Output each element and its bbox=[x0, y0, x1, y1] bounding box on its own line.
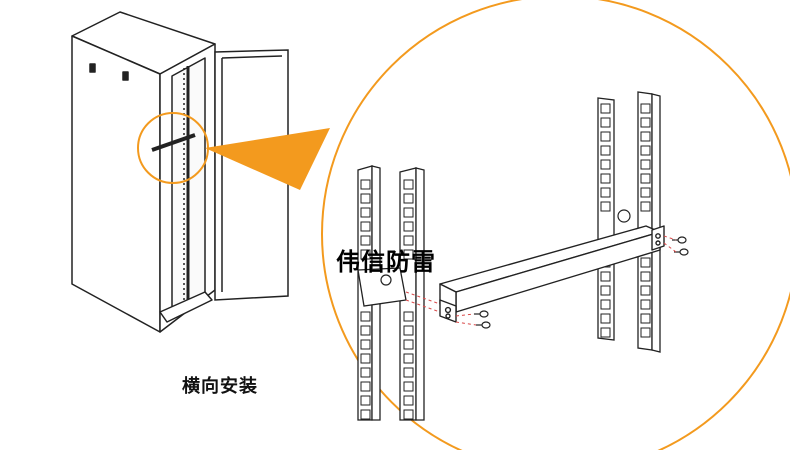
rail-hole bbox=[403, 207, 414, 218]
rail-hole bbox=[600, 299, 611, 310]
rail-hole bbox=[640, 173, 651, 184]
screw-icon bbox=[674, 248, 689, 256]
screw-icon bbox=[476, 321, 491, 329]
rail-hole bbox=[360, 325, 371, 336]
rail-hole bbox=[600, 117, 611, 128]
rail-hole bbox=[640, 131, 651, 142]
rail-hole bbox=[600, 313, 611, 324]
zoom-detail bbox=[321, 0, 790, 450]
rail-hole bbox=[600, 187, 611, 198]
rail-hole bbox=[640, 257, 651, 268]
rail-hole bbox=[403, 249, 414, 260]
caption-label: 横向安装 bbox=[182, 376, 258, 397]
rail-hole bbox=[403, 325, 414, 336]
rail-hole bbox=[403, 353, 414, 364]
rail-hole bbox=[600, 103, 611, 114]
rail-hole bbox=[360, 221, 371, 232]
rail-hole bbox=[640, 299, 651, 310]
rail-hole bbox=[403, 235, 414, 246]
rail-hole bbox=[403, 381, 414, 392]
left-rail-holes bbox=[360, 179, 414, 420]
rail-hole bbox=[640, 187, 651, 198]
zoom-pointer bbox=[205, 128, 330, 190]
rail-hole bbox=[403, 193, 414, 204]
surge-protector-bar bbox=[439, 225, 665, 323]
rail-hole bbox=[600, 285, 611, 296]
rail-hole bbox=[600, 201, 611, 212]
rail-hole bbox=[360, 235, 371, 246]
rack-cabinet bbox=[71, 11, 216, 333]
rail-hole bbox=[403, 179, 414, 190]
rail-hole bbox=[640, 145, 651, 156]
screws bbox=[474, 236, 689, 329]
rail-hole bbox=[403, 339, 414, 350]
rail-hole bbox=[640, 285, 651, 296]
rail-hole bbox=[600, 159, 611, 170]
rail-hole bbox=[403, 367, 414, 378]
screw-icon bbox=[672, 236, 687, 244]
rail-hole bbox=[360, 395, 371, 406]
rail-hole bbox=[640, 117, 651, 128]
bolt-icon bbox=[380, 274, 392, 286]
rail-hole bbox=[403, 221, 414, 232]
rail-hole bbox=[640, 159, 651, 170]
zoom-circle bbox=[321, 0, 790, 450]
rail-hole bbox=[360, 249, 371, 260]
rail-hole bbox=[403, 395, 414, 406]
rail-hole bbox=[360, 409, 371, 420]
rail-hole bbox=[360, 207, 371, 218]
rail-hole bbox=[640, 327, 651, 338]
rail-hole bbox=[600, 173, 611, 184]
rail-hole bbox=[360, 339, 371, 350]
cabinet-door bbox=[214, 49, 289, 301]
screw-icon bbox=[474, 310, 489, 318]
rail-hole bbox=[600, 327, 611, 338]
rail-hole bbox=[640, 271, 651, 282]
rail-hole bbox=[360, 367, 371, 378]
bolt-icon bbox=[617, 209, 631, 223]
rail-hole bbox=[360, 311, 371, 322]
alignment-guides bbox=[405, 235, 677, 326]
rail-hole bbox=[640, 313, 651, 324]
rail-hole bbox=[640, 201, 651, 212]
right-rail-holes bbox=[600, 103, 651, 338]
rail-hole bbox=[360, 381, 371, 392]
rail-hole bbox=[360, 179, 371, 190]
rail-hole bbox=[600, 145, 611, 156]
rail-hole bbox=[600, 131, 611, 142]
rail-hole bbox=[640, 103, 651, 114]
rail-hole bbox=[403, 311, 414, 322]
watermark-text: 伟信防雷 bbox=[336, 247, 436, 276]
rail-hole bbox=[403, 409, 414, 420]
rail-hole bbox=[360, 353, 371, 364]
rail-hole bbox=[600, 271, 611, 282]
rail-hole bbox=[360, 193, 371, 204]
